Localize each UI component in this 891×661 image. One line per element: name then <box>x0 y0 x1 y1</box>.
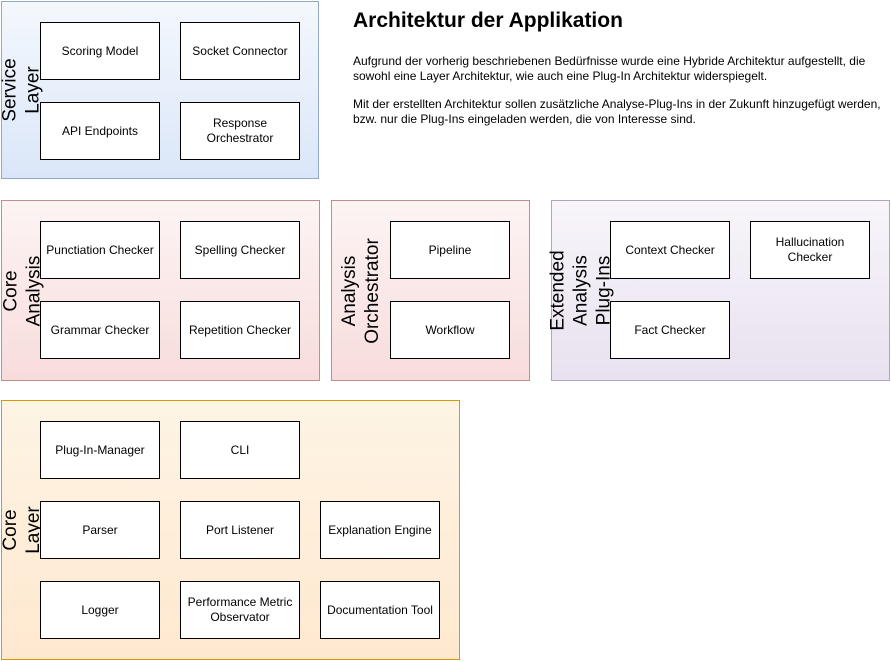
container-label-zone: Extended Analysis Plug-Ins <box>548 201 615 380</box>
node-hallucination-checker: Hallucination Checker <box>750 221 870 279</box>
container-label-zone: Service Layer <box>0 2 45 178</box>
node-api-endpoints: API Endpoints <box>40 102 160 160</box>
container-label-core-layer: Core Layer <box>0 506 44 554</box>
container-label-core-analysis: Core Analysis <box>0 255 44 326</box>
container-label-zone: Core Layer <box>0 401 44 659</box>
node-parser: Parser <box>40 501 160 559</box>
page-title: Architektur der Applikation <box>353 9 623 32</box>
container-core-layer: Core Layer Plug-In-Manager CLI Parser Po… <box>0 400 460 660</box>
node-logger: Logger <box>40 581 160 639</box>
container-core-analysis: Core Analysis Punctiation Checker Spelli… <box>0 200 320 381</box>
description-paragraph-1: Aufgrund der vorherig beschriebenen Bedü… <box>353 54 866 83</box>
node-context-checker: Context Checker <box>610 221 730 279</box>
node-socket-connector: Socket Connector <box>180 22 300 80</box>
node-scoring-model: Scoring Model <box>40 22 160 80</box>
node-fact-checker: Fact Checker <box>610 301 730 359</box>
node-spelling-checker: Spelling Checker <box>180 221 300 279</box>
node-performance-metric-observator: Performance Metric Observator <box>180 581 300 639</box>
node-grammar-checker: Grammar Checker <box>40 301 160 359</box>
container-label-service-layer: Service Layer <box>0 58 45 122</box>
node-explanation-engine: Explanation Engine <box>320 501 440 559</box>
container-label-analysis-orchestrator: Analysis Orchestrator <box>339 237 383 344</box>
node-workflow: Workflow <box>390 301 510 359</box>
heading-block: Architektur der Applikation Aufgrund der… <box>353 8 881 140</box>
container-label-extended-analysis-plug-ins: Extended Analysis Plug-Ins <box>547 250 615 331</box>
node-response-orchestrator: Response Orchestrator <box>180 102 300 160</box>
container-label-zone: Analysis Orchestrator <box>332 201 390 380</box>
node-plug-in-manager: Plug-In-Manager <box>40 421 160 479</box>
container-analysis-orchestrator: Analysis Orchestrator Pipeline Workflow <box>331 200 530 381</box>
description-paragraph-2: Mit der erstellten Architektur sollen zu… <box>353 97 881 126</box>
node-documentation-tool: Documentation Tool <box>320 581 440 639</box>
node-port-listener: Port Listener <box>180 501 300 559</box>
node-pipeline: Pipeline <box>390 221 510 279</box>
node-punctiation-checker: Punctiation Checker <box>40 221 160 279</box>
node-cli: CLI <box>180 421 300 479</box>
container-label-zone: Core Analysis <box>0 201 44 380</box>
node-repetition-checker: Repetition Checker <box>180 301 300 359</box>
container-extended-analysis-plug-ins: Extended Analysis Plug-Ins Context Check… <box>548 200 890 381</box>
container-service-layer: Service Layer Scoring Model Socket Conne… <box>0 1 319 179</box>
